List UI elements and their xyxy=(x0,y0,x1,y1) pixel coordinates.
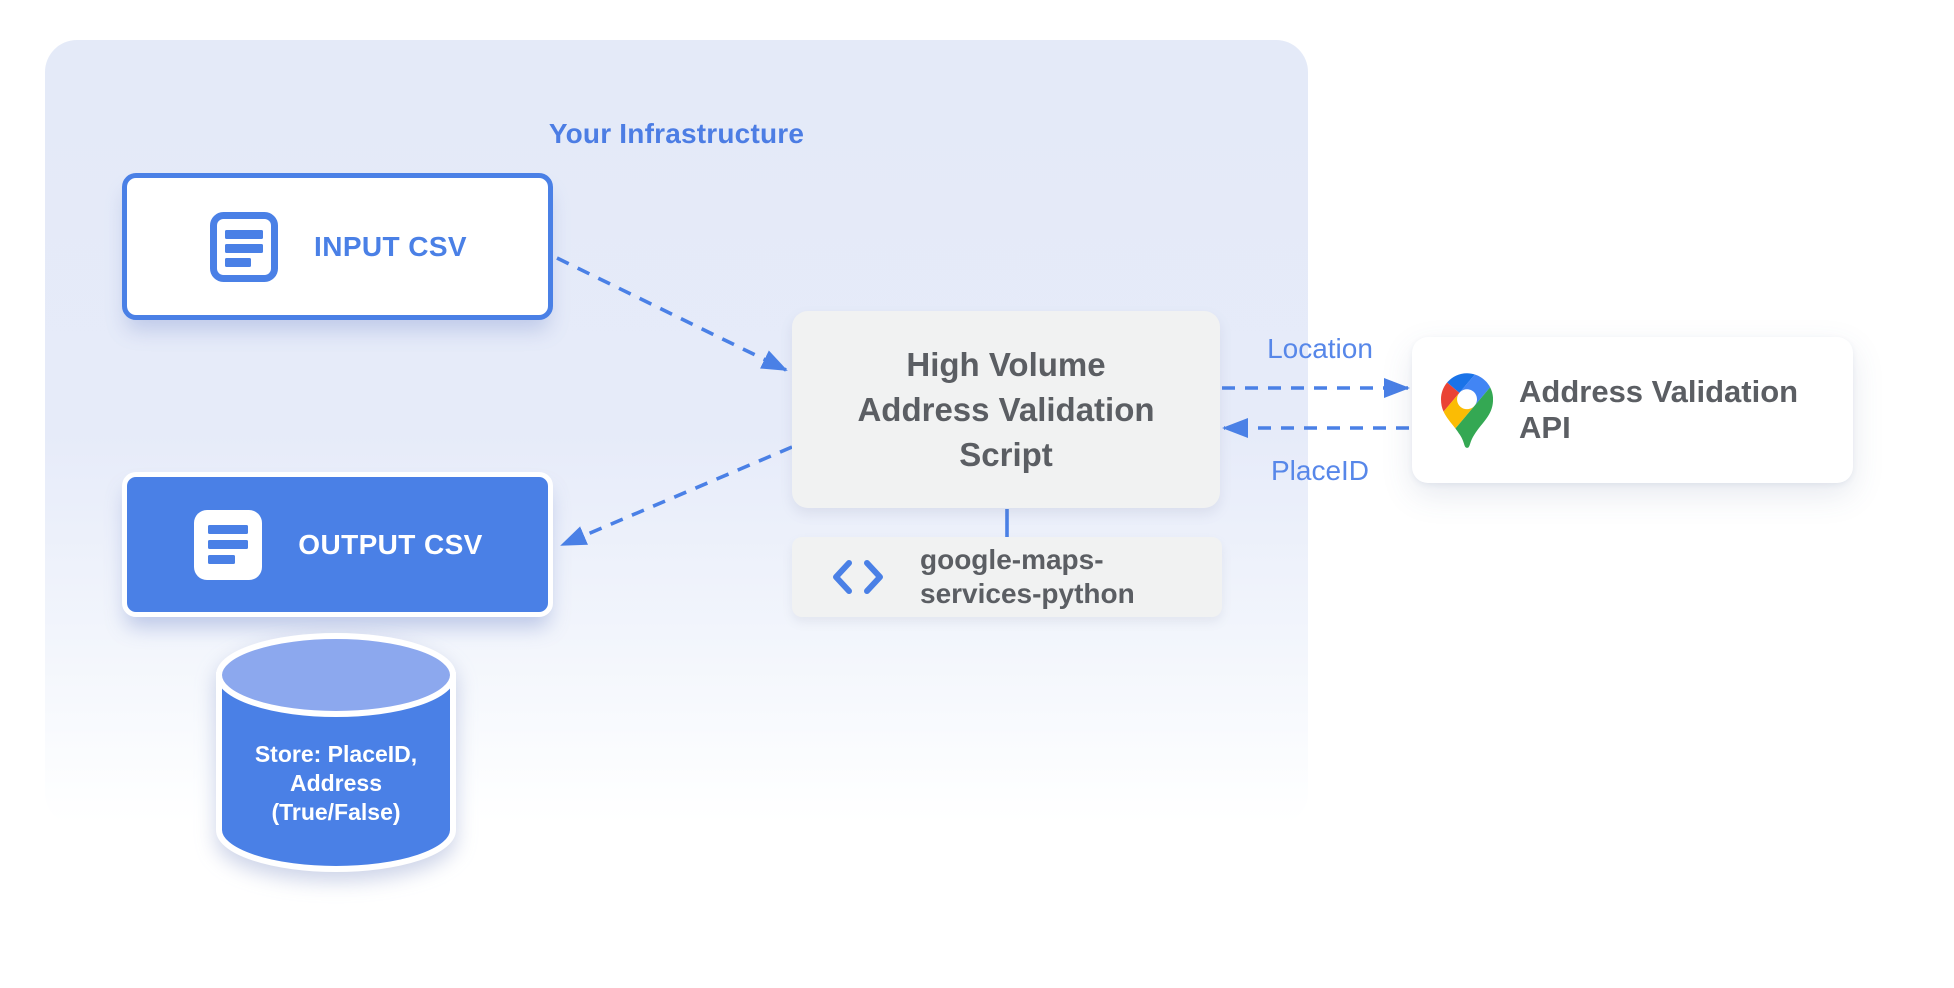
code-icon xyxy=(832,559,884,595)
script-node: High Volume Address Validation Script xyxy=(792,311,1220,508)
api-label: Address Validation API xyxy=(1519,374,1799,445)
datastore-label-line: Store: PlaceID, xyxy=(254,741,418,767)
location-edge-label: Location xyxy=(1267,333,1373,364)
document-icon xyxy=(192,509,264,581)
script-label-line: Address Validation xyxy=(857,391,1155,428)
placeid-edge-label: PlaceID xyxy=(1270,455,1370,486)
datastore-label-line: (True/False) xyxy=(271,799,401,825)
script-label-line: High Volume xyxy=(906,346,1106,383)
document-icon xyxy=(208,211,280,283)
infrastructure-title: Your Infrastructure xyxy=(548,118,805,149)
api-node: Address Validation API xyxy=(1412,337,1853,483)
datastore-cylinder: Store: PlaceID, Address (True/False) xyxy=(212,630,460,878)
input-csv-node: INPUT CSV xyxy=(122,173,553,320)
datastore-label-line: Address xyxy=(289,770,383,796)
datastore-label: Store: PlaceID, Address (True/False) xyxy=(212,740,460,827)
output-csv-label: OUTPUT CSV xyxy=(298,528,483,560)
output-csv-node: OUTPUT CSV xyxy=(122,472,553,617)
library-node: google-maps- services-python xyxy=(792,537,1222,617)
input-csv-label: INPUT CSV xyxy=(314,230,467,262)
cylinder-shape xyxy=(216,633,456,872)
script-label-line: Script xyxy=(959,436,1053,473)
library-label-line: google-maps- xyxy=(920,544,1104,575)
google-maps-pin-icon xyxy=(1441,372,1493,448)
library-label: google-maps- services-python xyxy=(920,543,1135,611)
library-label-line: services-python xyxy=(920,578,1135,609)
